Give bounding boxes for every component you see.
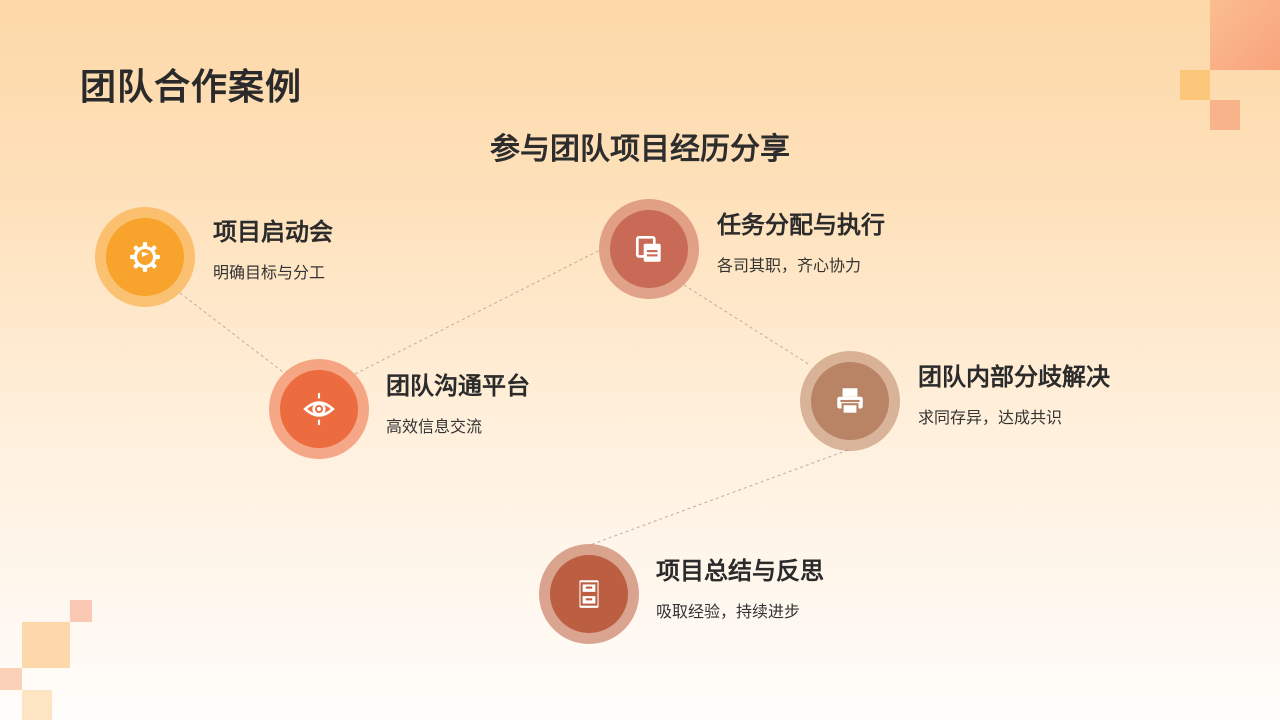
step-title: 团队沟通平台 <box>386 372 530 400</box>
gear-flag-icon <box>130 242 160 272</box>
step-node-conflict-resolution <box>800 351 900 451</box>
documents-icon <box>635 235 661 262</box>
step-label-task-assignment: 任务分配与执行 各司其职，齐心协力 <box>717 205 885 276</box>
decor-square-bottom-left-4 <box>22 690 52 720</box>
step-node-communication <box>269 359 369 459</box>
connector-2-3 <box>354 249 601 375</box>
step-label-review: 项目总结与反思 吸取经验，持续进步 <box>656 551 824 622</box>
step-title: 任务分配与执行 <box>717 211 885 239</box>
decor-square-bottom-left-2 <box>22 622 70 668</box>
target-eye-icon <box>303 393 335 425</box>
decor-square-top-right-small <box>1180 70 1210 100</box>
connector-4-5 <box>589 449 849 546</box>
step-label-conflict-resolution: 团队内部分歧解决 求同存异，达成共识 <box>918 357 1110 428</box>
decor-square-top-right-small-2 <box>1210 100 1240 130</box>
connector-1-2 <box>179 292 284 373</box>
decor-square-top-right <box>1210 0 1280 70</box>
step-title: 项目启动会 <box>213 218 333 246</box>
connector-3-4 <box>683 284 811 366</box>
cabinet-icon <box>579 580 599 608</box>
step-node-review <box>539 544 639 644</box>
step-desc: 求同存异，达成共识 <box>918 408 1063 427</box>
step-label-communication: 团队沟通平台 高效信息交流 <box>386 366 530 437</box>
step-desc: 吸取经验，持续进步 <box>656 602 801 621</box>
step-desc: 各司其职，齐心协力 <box>717 256 862 275</box>
decor-square-bottom-left-3 <box>0 668 22 690</box>
printer-icon <box>837 388 863 415</box>
step-title: 团队内部分歧解决 <box>918 363 1110 391</box>
decor-square-bottom-left-1 <box>70 600 92 622</box>
step-label-kickoff: 项目启动会 明确目标与分工 <box>213 212 333 283</box>
step-node-kickoff <box>95 207 195 307</box>
step-desc: 明确目标与分工 <box>213 263 326 282</box>
step-title: 项目总结与反思 <box>656 557 824 585</box>
page-title: 团队合作案例 <box>80 67 303 108</box>
step-node-task-assignment <box>599 199 699 299</box>
page-subtitle: 参与团队项目经历分享 <box>490 132 790 167</box>
step-desc: 高效信息交流 <box>386 417 483 436</box>
